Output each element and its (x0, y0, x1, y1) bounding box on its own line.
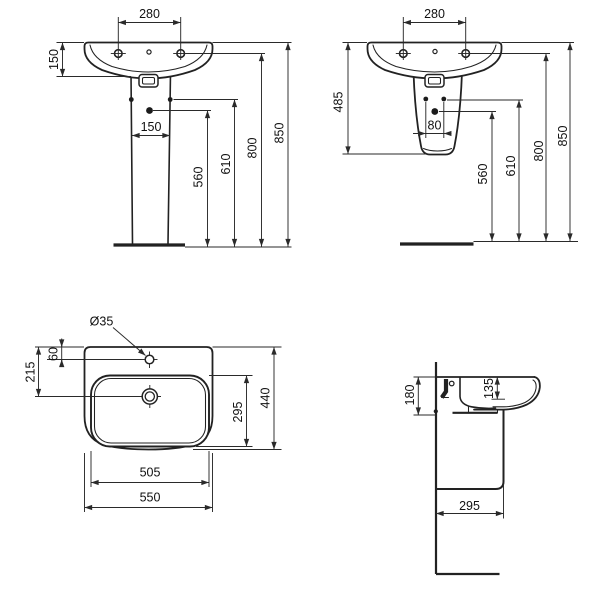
dim-inner-depth: 135 (482, 376, 505, 400)
dim-label-fixing-height: 610 (504, 156, 518, 177)
dim-label-rim-height: 850 (556, 126, 570, 147)
dim-label-bowl-depth: 295 (231, 402, 245, 423)
semi-pedestal-side-profile (436, 409, 505, 490)
fixing-hole-left (128, 97, 134, 102)
dim-wall-offset: 295 (435, 484, 504, 519)
dim-fixing-spacing: 80 (413, 102, 452, 138)
drain-point (146, 107, 153, 114)
dim-hole-diameter: Ø35 (90, 315, 146, 356)
dim-label-tap-offset: 60 (47, 347, 61, 361)
view-front-semi-pedestal: 280 485 80 560 610 800 (332, 7, 578, 246)
dim-label-total-depth: 440 (259, 388, 273, 409)
bowl-outline (90, 374, 210, 448)
dim-label-basin-height: 150 (47, 49, 61, 70)
dim-tap-height: 800 (184, 53, 265, 247)
dim-label-rim-height: 850 (273, 123, 287, 144)
dim-label-hole-diameter: Ø35 (90, 315, 114, 329)
dim-drain-height: 560 (153, 110, 211, 247)
overflow-hole (146, 49, 152, 55)
dim-fixing-zone-height: 180 (403, 376, 436, 416)
dim-total-width: 550 (84, 453, 213, 512)
dim-semi-pedestal-height: 485 (332, 42, 429, 155)
dim-label-drain-offset: 215 (24, 362, 38, 383)
dim-label-inner-depth: 135 (482, 378, 496, 399)
dim-label-semi-pedestal-height: 485 (332, 92, 346, 113)
fixing-hole-left (423, 96, 429, 102)
basin-outline (366, 41, 503, 80)
mounting-bracket (440, 379, 449, 399)
trap-cover (138, 73, 159, 88)
fixing-hole-right (167, 97, 173, 102)
dim-label-tap-height: 800 (532, 141, 546, 162)
dim-rim-height: 850 (473, 42, 578, 242)
dim-bowl-width: 505 (90, 451, 210, 487)
dim-label-drain-height: 560 (476, 164, 490, 185)
bowl-section-curve (459, 376, 497, 410)
dim-fixing-spacing: 150 (131, 120, 171, 139)
view-front-pedestal: 280 150 150 560 610 800 (47, 7, 292, 248)
dim-tap-spacing: 280 (402, 7, 467, 60)
basin-front-inner-line (492, 379, 537, 408)
trap-cover-inner (427, 76, 442, 85)
dim-label-tap-spacing: 280 (139, 7, 160, 21)
trap-cover-inner (141, 76, 156, 85)
dim-label-bowl-width: 505 (140, 466, 161, 480)
dim-bowl-depth: 295 (196, 375, 253, 447)
drain-point (431, 108, 439, 115)
dim-fixing-height: 610 (173, 99, 238, 247)
dim-label-wall-offset: 295 (459, 499, 480, 513)
overflow-hole (432, 48, 438, 55)
dim-drain-height: 560 (439, 111, 496, 242)
dim-label-fixing-spacing: 80 (428, 119, 442, 133)
basin-inner-rim (372, 44, 497, 73)
bowl-inner-line (93, 377, 207, 444)
basin-outline (83, 41, 214, 80)
dim-label-drain-height: 560 (192, 167, 206, 188)
basin-inner-rim (89, 44, 208, 73)
dim-label-fixing-zone-height: 180 (403, 385, 417, 406)
dim-label-fixing-height: 610 (219, 154, 233, 175)
dim-tap-spacing: 280 (117, 7, 182, 60)
view-plan: Ø35 60 215 295 440 505 (24, 315, 282, 512)
fixing-hole-right (441, 96, 447, 102)
dim-label-fixing-spacing: 150 (141, 120, 162, 134)
basin-front-profile (473, 376, 541, 411)
dim-total-depth: 440 (193, 346, 282, 450)
dim-label-tap-height: 800 (246, 138, 260, 159)
wall-fixing-point (433, 409, 438, 414)
dim-rim-height: 850 (185, 42, 292, 248)
dim-label-tap-spacing: 280 (424, 7, 445, 21)
dim-drain-offset: 215 (24, 346, 42, 397)
semi-pedestal-inner-line (422, 147, 453, 152)
dim-label-total-width: 550 (140, 491, 161, 505)
view-side-section: 180 135 295 (403, 362, 541, 576)
drain-hole (35, 385, 161, 408)
dim-tap-offset: 60 (35, 338, 84, 368)
dim-basin-height: 150 (47, 42, 131, 77)
trap-cover (424, 73, 445, 88)
dim-tap-height: 800 (469, 53, 550, 242)
dim-fixing-height: 610 (447, 99, 523, 242)
bracket-hole (448, 380, 455, 387)
